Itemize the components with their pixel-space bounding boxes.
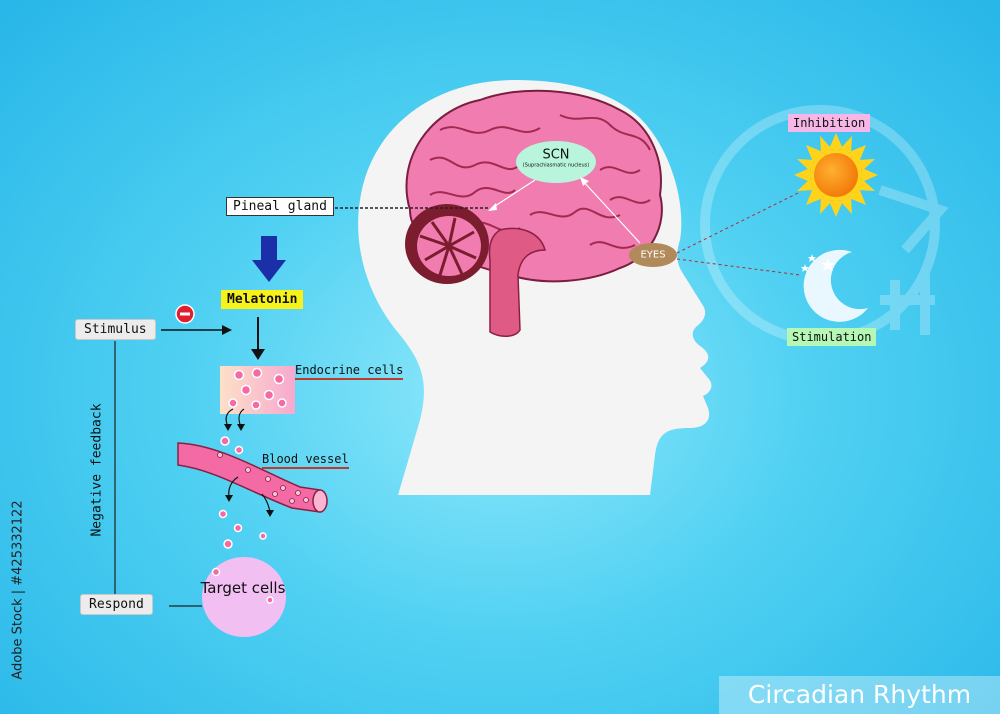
brain-icon	[405, 89, 663, 337]
melatonin-label: Melatonin	[221, 290, 304, 309]
inhibition-label: Inhibition	[788, 114, 871, 132]
stock-credit-watermark: Adobe Stock | #425332122	[10, 500, 26, 680]
endocrine-cells-label: Endocrine cells	[295, 363, 404, 380]
blood-vessel-label: Blood vessel	[262, 452, 349, 469]
target-cell	[202, 557, 286, 637]
scn-title: SCN	[542, 147, 570, 163]
scn-subtitle: (Suprachiasmatic nucleus)	[522, 162, 590, 169]
eyes-marker	[629, 243, 677, 267]
moon-icon	[801, 249, 868, 322]
scn-label: SCN (Suprachiasmatic nucleus)	[523, 148, 589, 169]
blood-vessel	[177, 442, 328, 513]
eyes-label: EYES	[640, 249, 666, 261]
target-cells-label: Target cells	[200, 579, 286, 597]
big-down-arrow	[252, 236, 286, 282]
pineal-gland-label: Pineal gland	[226, 197, 334, 216]
respond-label: Respond	[80, 594, 153, 615]
sun-icon	[794, 133, 878, 217]
stimulation-label: Stimulation	[787, 328, 877, 346]
minus-sign-icon	[175, 304, 195, 324]
diagram-title: Circadian Rhythm	[719, 676, 1000, 714]
stimulus-label: Stimulus	[75, 319, 156, 340]
negative-feedback-label: Negative feedback	[89, 403, 105, 537]
